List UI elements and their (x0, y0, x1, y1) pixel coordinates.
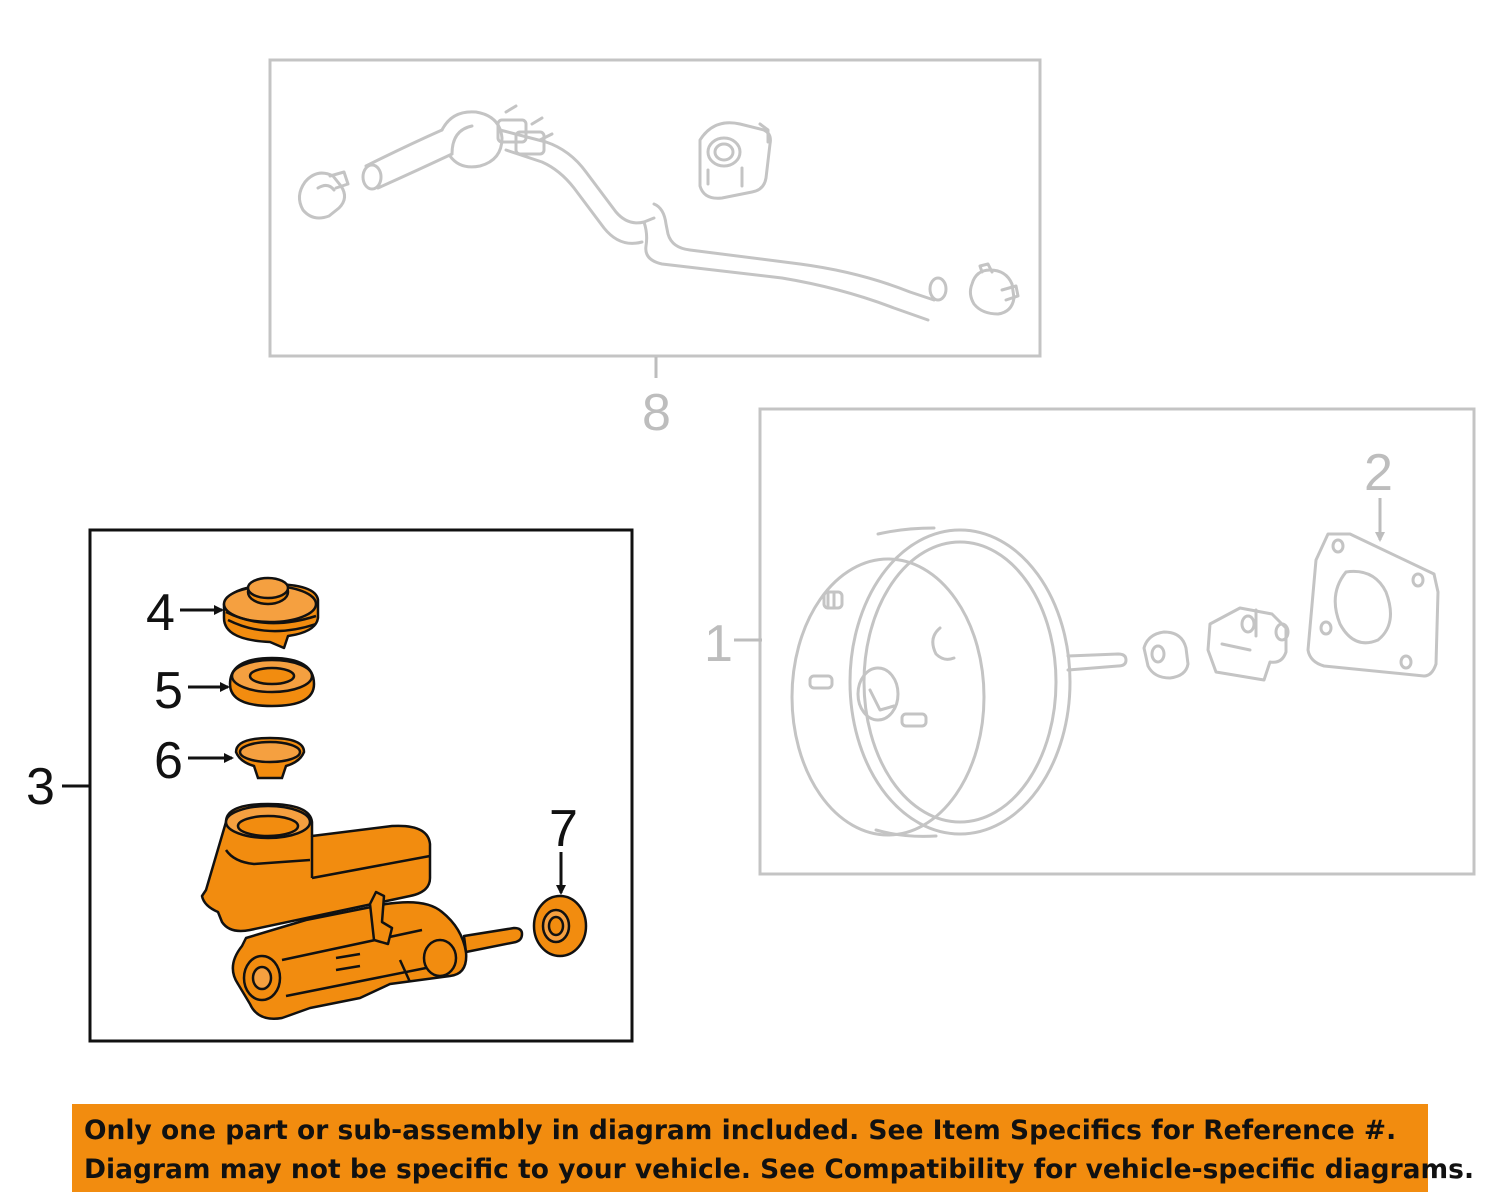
booster-assembly-panel: 1 2 (704, 407, 1476, 876)
reservoir-diaphragm (228, 656, 316, 708)
callout-1: 1 (704, 615, 733, 673)
callout-6: 6 (154, 732, 183, 790)
disclaimer-line-1: Only one part or sub-assembly in diagram… (84, 1115, 1397, 1146)
reservoir-strainer (234, 736, 306, 780)
callout-2: 2 (1364, 444, 1393, 502)
master-cylinder-seal (532, 894, 588, 958)
callout-8: 8 (642, 384, 671, 442)
callout-7: 7 (549, 800, 578, 858)
hose-assembly-panel: 8 (268, 58, 1042, 442)
disclaimer-banner: Only one part or sub-assembly in diagram… (72, 1104, 1475, 1192)
brake-booster-drawing (790, 526, 1440, 838)
disclaimer-line-2: Diagram may not be specific to your vehi… (84, 1154, 1475, 1185)
callout-5: 5 (154, 662, 183, 720)
master-cylinder (200, 802, 524, 1020)
callout-4: 4 (146, 584, 175, 642)
master-cylinder-panel: 4 5 6 (26, 528, 634, 1043)
reservoir-cap (222, 576, 320, 650)
vacuum-hose-drawing (298, 104, 1020, 322)
hose-assembly-frame (268, 58, 1042, 358)
callout-3: 3 (26, 758, 55, 816)
